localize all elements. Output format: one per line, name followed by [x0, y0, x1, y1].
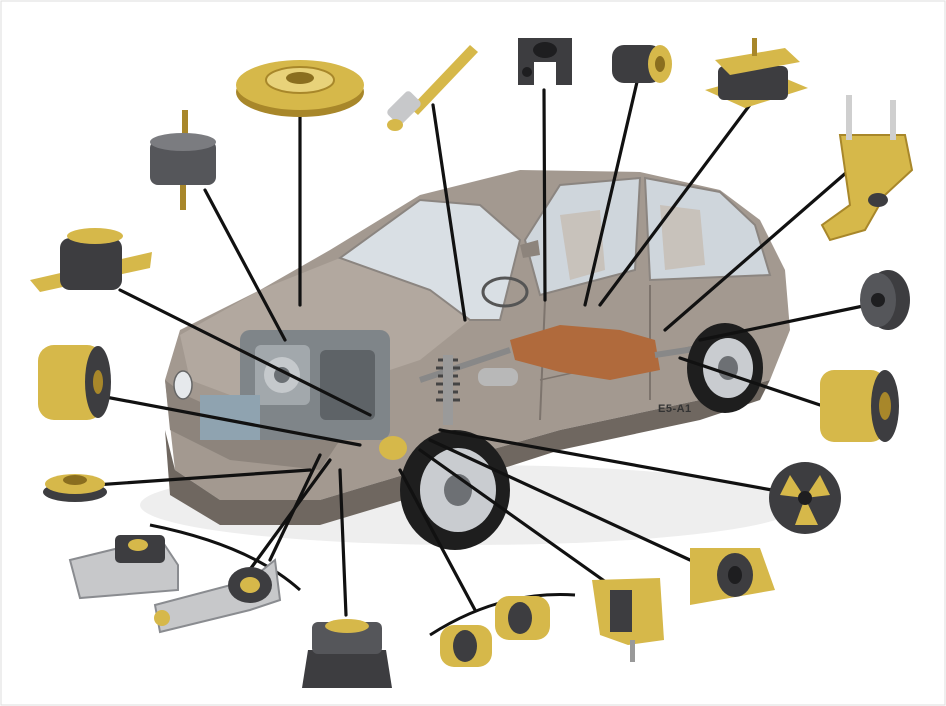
- flex-disc-coupling: [769, 462, 841, 534]
- u-clamp-mount: [592, 578, 664, 662]
- three-point-bracket: [820, 95, 914, 242]
- injector-sleeve: [387, 45, 478, 131]
- front-wheel: [400, 430, 510, 550]
- triangle-engine-mount: [30, 228, 152, 292]
- front-strut: [436, 355, 460, 425]
- leader-lines: [93, 80, 870, 617]
- torque-rod: [153, 558, 282, 634]
- u-bracket-bushing: [518, 38, 572, 85]
- car-illustration: [140, 170, 800, 550]
- clamp-bushing: [690, 548, 775, 605]
- strut-top-mount: [236, 60, 364, 117]
- exhaust-hanger-mount: [705, 38, 808, 108]
- round-mount-right: [860, 270, 910, 330]
- suspension-bushing-left: [38, 345, 111, 420]
- engine-block: [200, 330, 390, 440]
- figure-code-label: E5-A1: [658, 403, 692, 415]
- accent-curve-left: [149, 523, 302, 592]
- hydro-engine-mount: [302, 619, 392, 688]
- small-disc-mount: [43, 474, 107, 502]
- gearbox-mount: [68, 535, 179, 600]
- cylindrical-bushing-top: [612, 45, 672, 83]
- large-bushing-right: [820, 370, 899, 442]
- pillar-engine-mount: [150, 110, 216, 210]
- exhaust-system: [419, 325, 721, 386]
- twin-bushings: [440, 596, 550, 667]
- rear-wheel: [687, 323, 763, 413]
